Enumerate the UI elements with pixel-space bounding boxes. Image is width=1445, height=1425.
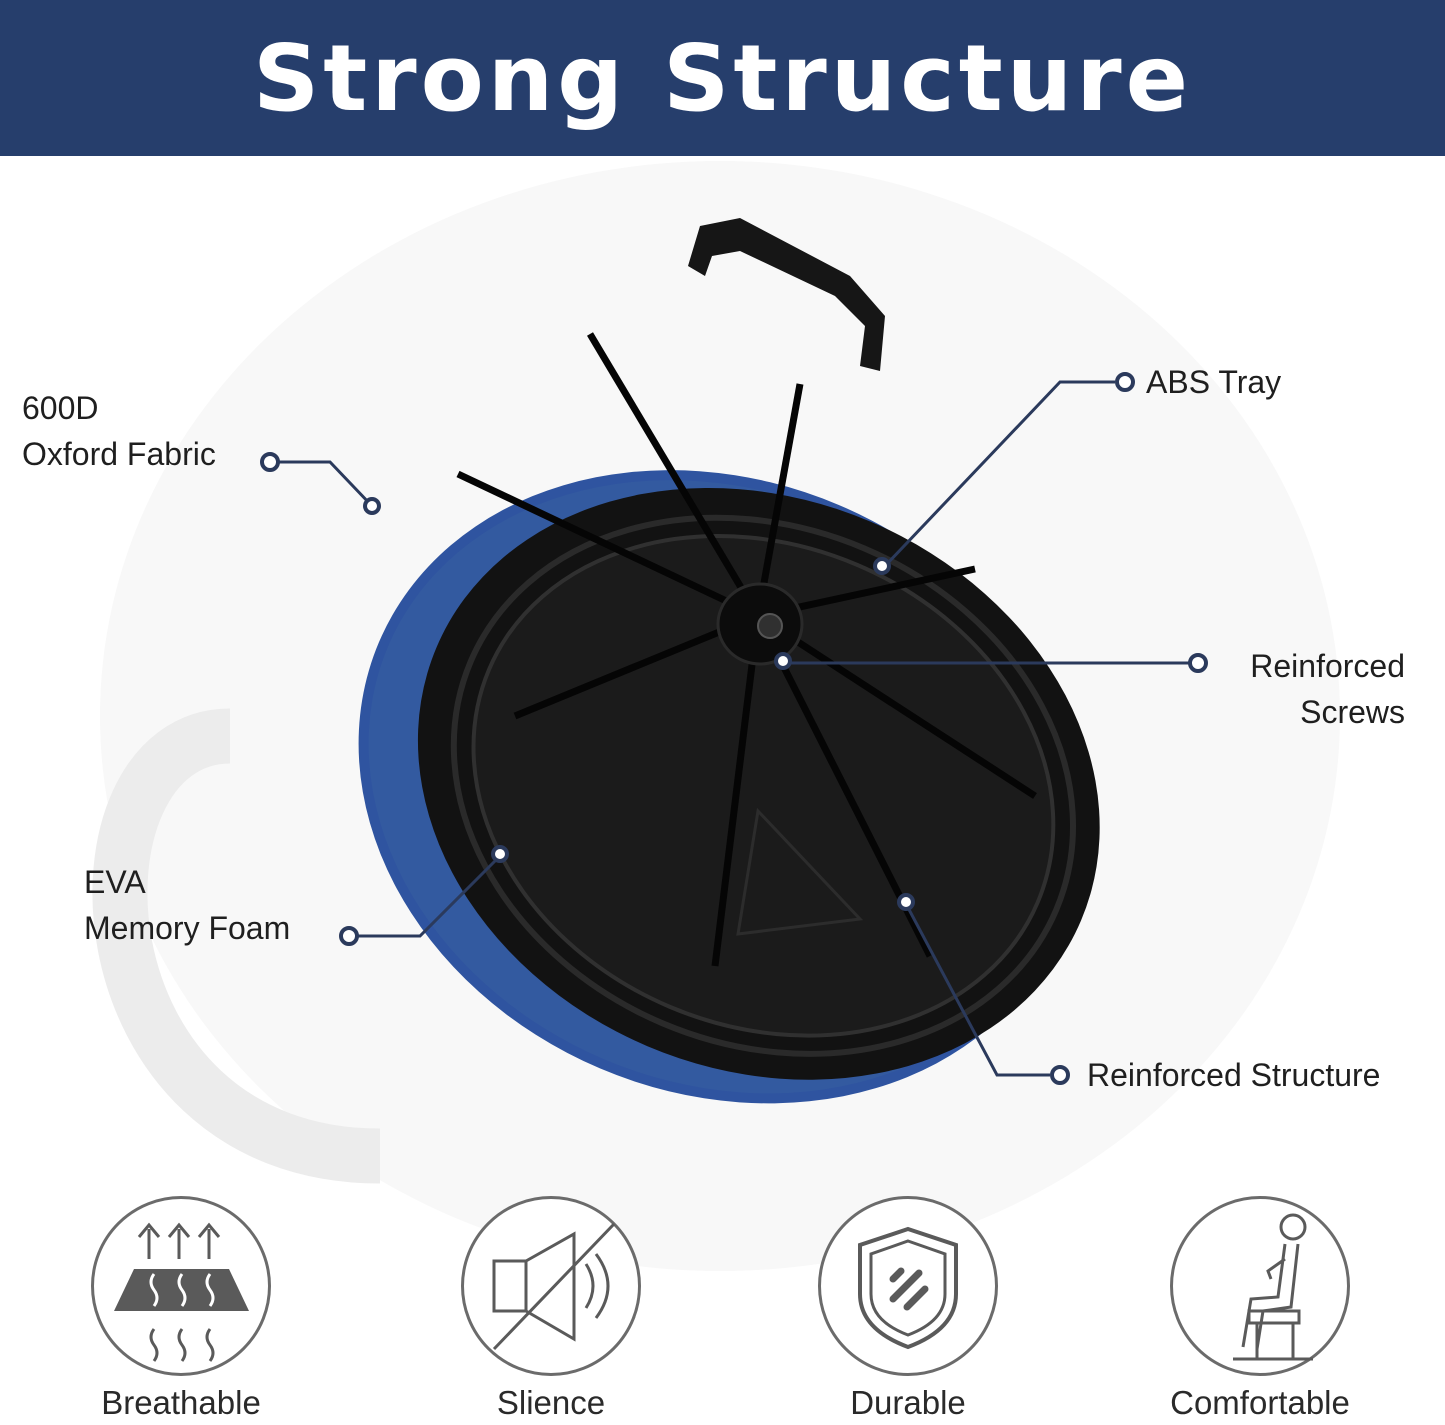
callout-fabric-line1: 600D: [22, 390, 99, 426]
feature-comfortable-label: Comfortable: [1170, 1384, 1350, 1421]
page-title: Strong Structure: [252, 24, 1193, 132]
tray-handle: [688, 218, 885, 371]
shield-icon: [818, 1196, 998, 1376]
feature-silence-label: Slience: [496, 1384, 606, 1421]
abs-tray: [417, 488, 1100, 1080]
callout-abs-tray: ABS Tray: [1146, 364, 1282, 400]
callout-screws-line2: Screws: [1300, 694, 1405, 730]
callout-foam-line1: EVA: [84, 864, 146, 900]
product-stage: 600D Oxford Fabric ABS Tray Reinforced S…: [0, 156, 1445, 1425]
triangle-mark: [736, 807, 864, 936]
seated-person-icon: [1170, 1196, 1350, 1376]
callout-fabric: 600D Oxford Fabric: [22, 385, 216, 477]
callout-screws-line1: Reinforced: [1250, 648, 1405, 684]
callout-dots: [260, 372, 1208, 1085]
feature-breathable-label: Breathable: [101, 1384, 261, 1421]
feature-breathable: Breathable: [61, 1196, 301, 1425]
breathable-icon: [91, 1196, 271, 1376]
feature-silence: Slience: [431, 1196, 671, 1425]
center-hub: [716, 582, 804, 666]
header-banner: Strong Structure: [0, 0, 1445, 156]
callout-fabric-line2: Oxford Fabric: [22, 436, 216, 472]
callout-foam-line2: Memory Foam: [84, 910, 291, 946]
feature-durable: Durable: [788, 1196, 1028, 1425]
callout-lines: [278, 380, 1190, 1077]
feature-durable-label: Durable: [850, 1384, 966, 1421]
mute-icon: [461, 1196, 641, 1376]
callout-foam: EVA Memory Foam: [84, 859, 290, 951]
callout-screws: Reinforced Screws: [1200, 643, 1405, 735]
callout-reinforced-structure: Reinforced Structure: [1087, 1057, 1381, 1093]
feature-comfortable: Comfortable: [1140, 1196, 1380, 1425]
product-illustration: [92, 161, 1340, 1271]
